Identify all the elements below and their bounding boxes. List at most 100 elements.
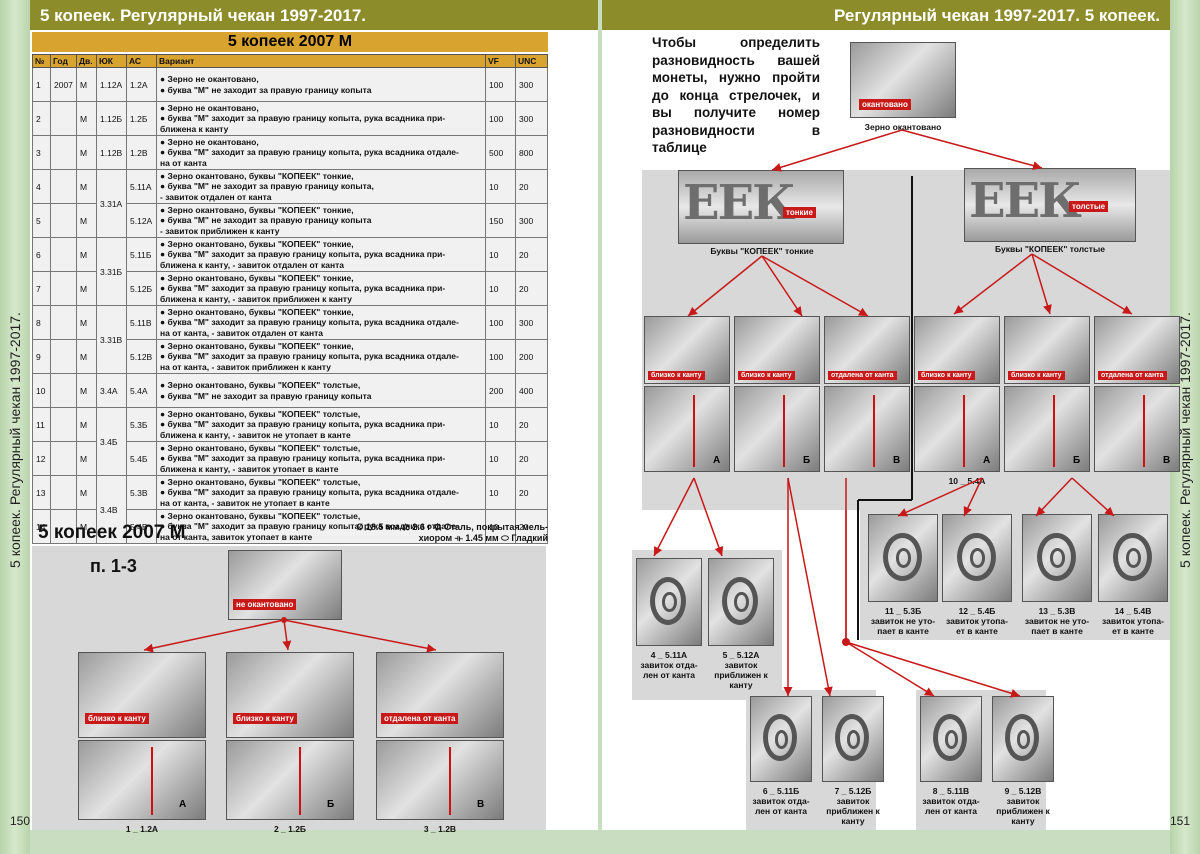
table-cell-vf: 10 [485, 407, 516, 442]
swirl-photo [822, 696, 884, 782]
rider-hand-photo-c: отдалена от канта [376, 652, 504, 738]
table-cell-vf: 100 [485, 67, 516, 102]
table-cell-yk: 3.31Б [96, 237, 127, 306]
table-cell-desc: ● Зерно не окантовано, ● буква "М" заход… [156, 135, 486, 170]
table-cell-vf: 100 [485, 339, 516, 374]
rider-hand-photo-a: близко к канту [78, 652, 206, 738]
table-cell-unc: 20 [515, 237, 548, 272]
column-header: UNC [515, 54, 548, 68]
swirl-photo [636, 558, 702, 646]
rider-hand-photo: близко к канту [1004, 316, 1090, 384]
coin-grain-edged-photo: окантовано [850, 42, 956, 118]
table-cell-unc: 20 [515, 407, 548, 442]
table-cell-vf: 150 [485, 203, 516, 238]
table-cell-unc: 400 [515, 373, 548, 408]
table-cell-year [50, 101, 77, 136]
column-header: АС [126, 54, 157, 68]
table-cell-as: 5.4Б [126, 441, 157, 476]
flow-arrows [653, 129, 1133, 698]
table-cell-dv: М [76, 475, 97, 510]
swirl-photo [1022, 514, 1092, 602]
table-cell-year [50, 169, 77, 204]
table-cell-unc: 300 [515, 67, 548, 102]
table-cell-dv: М [76, 373, 97, 408]
table-cell-as: 5.3В [126, 475, 157, 510]
table-cell-year [50, 373, 77, 408]
table-cell-vf: 100 [485, 305, 516, 340]
table-cell-as: 1.2В [126, 135, 157, 170]
table-cell-yk: 3.31А [96, 169, 127, 238]
table-cell-dv: М [76, 339, 97, 374]
table-cell-vf: 10 [485, 169, 516, 204]
swirl-photo [942, 514, 1012, 602]
table-cell-yk: 3.4В [96, 475, 127, 544]
table-cell-vf: 200 [485, 373, 516, 408]
table-cell-desc: ● Зерно не окантовано, ● буква "М" не за… [156, 67, 486, 102]
table-cell-n: 4 [32, 169, 51, 204]
table-cell-year [50, 271, 77, 306]
thin-letters-caption: Буквы "КОПЕЕК" тонкие [710, 246, 814, 256]
table-cell-unc: 200 [515, 339, 548, 374]
table-cell-desc: ● Зерно окантовано, буквы "КОПЕЕК" тонки… [156, 305, 486, 340]
page-number-left: 150 [10, 814, 31, 828]
rider-hand-photo: близко к канту [734, 316, 820, 384]
caption-10: 10 _ 5.4А [948, 476, 986, 486]
table-cell-unc: 20 [515, 475, 548, 510]
table-cell-yk: 3.31В [96, 305, 127, 374]
table-cell-unc: 300 [515, 101, 548, 136]
letter-m-photo-b: Б [226, 740, 354, 820]
coin-title: 5 копеек 2007 М [38, 522, 186, 543]
coin-grain-photo: не окантовано [228, 550, 342, 620]
letter-m-photo: Б [734, 386, 820, 472]
rider-hand-photo: близко к канту [914, 316, 1000, 384]
table-cell-as: 5.11В [126, 305, 157, 340]
table-cell-as: 5.12Б [126, 271, 157, 306]
letter-m-photo-c: В [376, 740, 504, 820]
column-header: VF [485, 54, 516, 68]
table-cell-yk: 3.4Б [96, 407, 127, 476]
table-cell-year [50, 237, 77, 272]
caption-2: 2 _ 1.2Б [273, 824, 307, 834]
table-cell-n: 3 [32, 135, 51, 170]
table-cell-vf: 10 [485, 441, 516, 476]
table-cell-dv: М [76, 203, 97, 238]
table-cell-year [50, 509, 77, 544]
table-cell-vf: 10 [485, 271, 516, 306]
table-cell-as: 5.12В [126, 339, 157, 374]
thin-letters-photo: ЕЕК тонкие [678, 170, 844, 244]
table-cell-n: 11 [32, 407, 51, 442]
table-cell-unc: 300 [515, 305, 548, 340]
table-cell-unc: 20 [515, 169, 548, 204]
table-cell-year [50, 135, 77, 170]
swirl-photo [920, 696, 982, 782]
letter-m-photo: А [644, 386, 730, 472]
table-cell-n: 9 [32, 339, 51, 374]
table-cell-unc: 20 [515, 509, 548, 544]
table-cell-desc: ● Зерно не окантовано, ● буква "М" заход… [156, 101, 486, 136]
table-cell-dv: М [76, 237, 97, 272]
table-cell-dv: М [76, 305, 97, 340]
table-cell-as: 5.11А [126, 169, 157, 204]
column-header: Вариант [156, 54, 486, 68]
table-cell-desc: ● Зерно окантовано, буквы "КОПЕЕК" толст… [156, 373, 486, 408]
column-header: Дв. [76, 54, 97, 68]
table-cell-vf: 500 [485, 135, 516, 170]
table-cell-dv: М [76, 101, 97, 136]
table-cell-n: 5 [32, 203, 51, 238]
table-cell-yk: 3.4А [96, 373, 127, 408]
